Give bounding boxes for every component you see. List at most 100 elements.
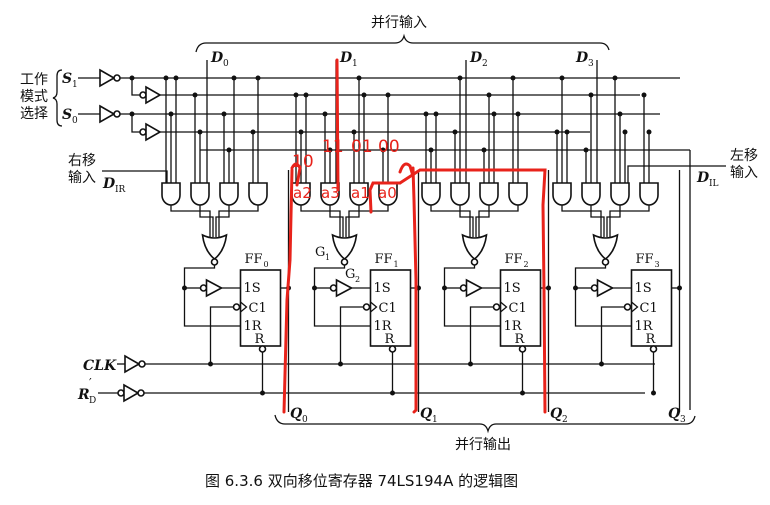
inverter-icon xyxy=(205,278,224,298)
svg-text:1R: 1R xyxy=(244,319,263,334)
output-q1: Q 1 xyxy=(420,406,438,425)
and-gate-icon xyxy=(552,182,572,206)
svg-text:模式: 模式 xyxy=(20,89,48,105)
svg-text:左移: 左移 xyxy=(730,148,758,164)
svg-text:D: D xyxy=(469,50,483,66)
svg-text:Q: Q xyxy=(550,406,562,422)
svg-text:选择: 选择 xyxy=(20,106,48,122)
nor-gate-icon xyxy=(331,233,358,266)
svg-text:S: S xyxy=(62,71,72,87)
svg-text:Q: Q xyxy=(420,406,432,422)
and-gate-icon xyxy=(248,182,268,206)
figure-caption: 图 6.3.6 双向移位寄存器 74LS194A 的逻辑图 xyxy=(205,472,518,490)
svg-text:R: R xyxy=(515,332,526,347)
svg-text:C1: C1 xyxy=(249,301,267,316)
svg-text:工作: 工作 xyxy=(20,72,48,88)
svg-text:a3: a3 xyxy=(321,184,340,202)
svg-text:3: 3 xyxy=(680,415,686,425)
svg-text:G: G xyxy=(315,245,325,260)
svg-text:3: 3 xyxy=(655,260,660,269)
data-input-d0: D 0 xyxy=(210,50,229,69)
clk-inverter-icon xyxy=(124,354,141,374)
output-q2: Q 2 xyxy=(550,406,568,425)
svg-text:D: D xyxy=(210,50,224,66)
and-gate-icon xyxy=(320,182,340,206)
s1-buffer-icon xyxy=(145,85,162,105)
and-gate-icon xyxy=(378,182,398,206)
svg-text:D: D xyxy=(575,50,589,66)
svg-text:D: D xyxy=(89,396,96,406)
svg-text:1: 1 xyxy=(394,260,399,269)
svg-text:3: 3 xyxy=(588,59,594,69)
red-trace-d1 xyxy=(335,58,340,192)
s0-inverter-icon xyxy=(99,104,116,124)
svg-text:输入: 输入 xyxy=(730,165,758,181)
svg-text:CLK: CLK xyxy=(83,358,117,374)
mode-select-brace xyxy=(52,69,63,127)
svg-text:1: 1 xyxy=(432,415,438,425)
svg-text:1R: 1R xyxy=(374,319,393,334)
shift-right-input-label: 右移 输入 xyxy=(68,153,96,186)
and-gate-icon xyxy=(161,182,181,206)
svg-text:2: 2 xyxy=(482,59,488,69)
red-trace-q1 xyxy=(411,166,418,414)
svg-text:1R: 1R xyxy=(504,319,523,334)
red-trace-right xyxy=(398,168,547,414)
output-q3: Q 3 xyxy=(668,406,686,425)
red-trace-a1-loop xyxy=(368,162,415,214)
dil-label: D IL xyxy=(696,170,719,189)
svg-text:′: ′ xyxy=(89,376,92,390)
output-q0: Q 0 xyxy=(290,406,308,425)
svg-text:R: R xyxy=(385,332,396,347)
nor-gate-icon xyxy=(592,233,619,266)
svg-text:输入: 输入 xyxy=(68,170,96,186)
and-gate-icon xyxy=(450,182,470,206)
svg-text:S: S xyxy=(62,107,72,123)
data-input-d3: D 3 xyxy=(575,50,594,69)
svg-text:D: D xyxy=(339,50,353,66)
inverter-icon xyxy=(335,278,354,298)
svg-text:G: G xyxy=(345,267,355,282)
gate-label-g2: G 2 xyxy=(345,267,360,284)
svg-text:1S: 1S xyxy=(244,281,261,296)
svg-text:Q: Q xyxy=(290,406,302,422)
parallel-input-brace xyxy=(195,33,610,53)
gate-label-g1: G 1 xyxy=(315,245,330,262)
svg-text:11: 11 xyxy=(322,137,344,157)
svg-text:FF: FF xyxy=(245,252,263,267)
svg-text:0: 0 xyxy=(72,116,78,126)
and-gate-icon xyxy=(581,182,601,206)
dir-label: D IR xyxy=(102,176,126,195)
svg-text:0: 0 xyxy=(223,59,229,69)
and-gate-icon xyxy=(421,182,441,206)
red-annotations: 10 11 01 00 a2 a3 a1 a0 xyxy=(282,58,547,414)
parallel-output-brace xyxy=(274,414,696,434)
red-trace-q0 xyxy=(282,162,302,414)
svg-text:R: R xyxy=(255,332,266,347)
svg-text:10: 10 xyxy=(292,152,314,172)
svg-text:C1: C1 xyxy=(509,301,527,316)
svg-text:IR: IR xyxy=(115,185,126,195)
and-gate-icon xyxy=(219,182,239,206)
and-gate-icon xyxy=(349,182,369,206)
svg-text:1: 1 xyxy=(352,59,358,69)
nor-gate-icon xyxy=(461,233,488,266)
svg-text:a2: a2 xyxy=(293,184,312,202)
s1-inverter-icon xyxy=(99,68,116,88)
svg-text:1S: 1S xyxy=(635,281,652,296)
svg-text:C1: C1 xyxy=(640,301,658,316)
svg-text:2: 2 xyxy=(355,275,360,284)
inverter-icon xyxy=(465,278,484,298)
svg-text:00: 00 xyxy=(378,137,400,157)
data-input-d2: D 2 xyxy=(469,50,488,69)
svg-text:1: 1 xyxy=(72,80,78,90)
svg-text:D: D xyxy=(102,176,116,192)
s0-buffer-icon xyxy=(145,122,162,142)
svg-text:0: 0 xyxy=(302,415,308,425)
mode-select-label: 工作 模式 选择 xyxy=(20,72,48,122)
svg-text:R: R xyxy=(646,332,657,347)
svg-text:01: 01 xyxy=(351,137,373,157)
parallel-input-label: 并行输入 xyxy=(371,15,427,31)
